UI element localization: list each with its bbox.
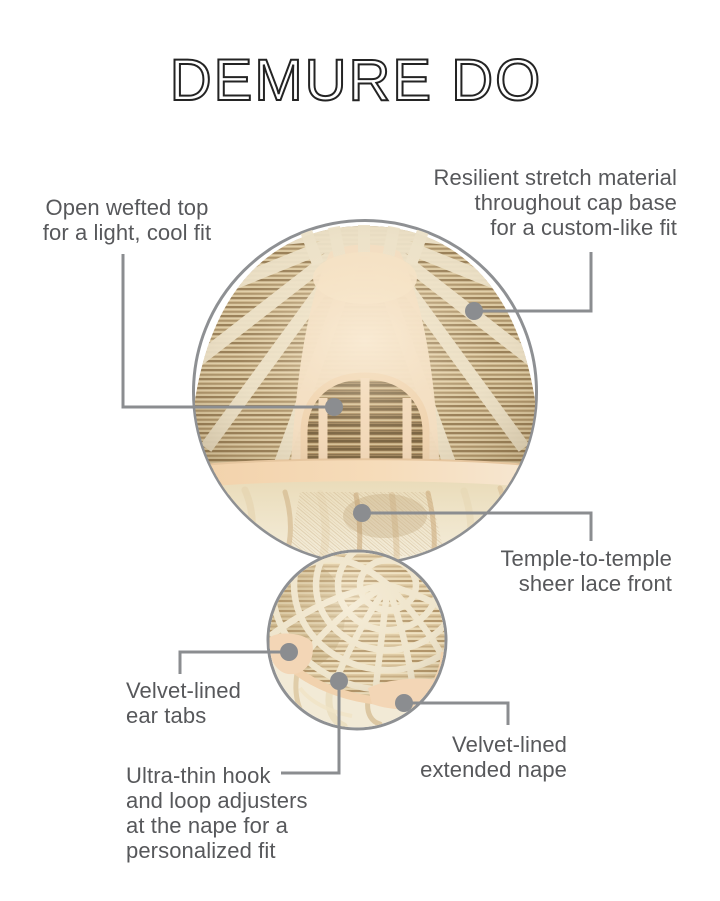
callout-label-extended-nape: Velvet-lined extended nape: [420, 732, 567, 782]
callout-label-ear-tabs: Velvet-lined ear tabs: [126, 678, 241, 728]
callout-line-ear-tabs: [178, 650, 289, 674]
callout-label-temple-lace-front: Temple-to-temple sheer lace front: [500, 546, 672, 596]
callout-line-temple: [362, 511, 593, 541]
callout-dot-open-wefted-icon: [325, 398, 343, 416]
callout-dots: [280, 302, 483, 712]
callout-label-hook-loop-adjusters: Ultra-thin hook and loop adjusters at th…: [126, 763, 308, 863]
callout-connectors: [121, 252, 593, 775]
callout-dot-extended-nape-icon: [395, 694, 413, 712]
callout-dot-adjusters-icon: [330, 672, 348, 690]
callout-line-open-wefted: [121, 254, 334, 409]
page-title: DEMURE DO: [170, 48, 542, 113]
callout-line-resilient: [474, 252, 593, 313]
callout-dot-ear-tabs-icon: [280, 643, 298, 661]
callout-label-open-wefted-top: Open wefted top for a light, cool fit: [42, 195, 212, 245]
callout-dot-resilient-icon: [465, 302, 483, 320]
callout-line-adjusters: [281, 681, 341, 775]
callout-line-extended-nape: [404, 701, 510, 725]
callout-label-resilient-stretch: Resilient stretch material throughout ca…: [433, 165, 677, 240]
sheer-lace-mesh: [288, 492, 445, 556]
back-cap-photo: [266, 549, 448, 731]
callout-dot-temple-icon: [353, 504, 371, 522]
